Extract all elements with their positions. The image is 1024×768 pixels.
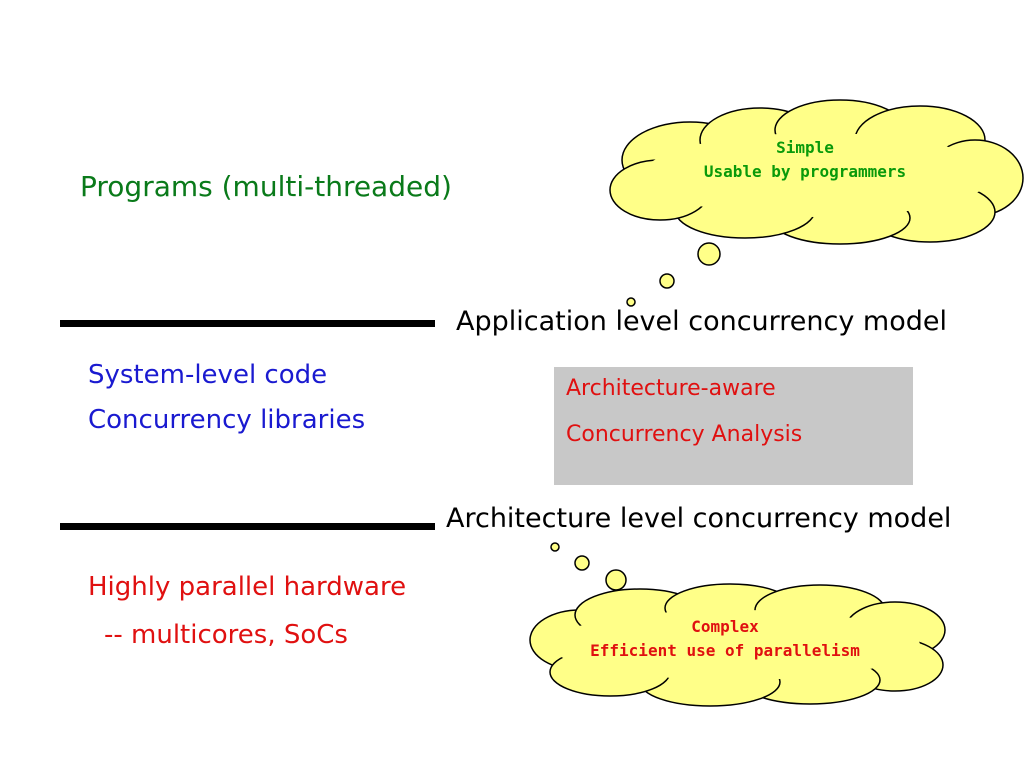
application-model-label: Application level concurrency model [456, 306, 947, 337]
bottom-cloud-text: Complex Efficient use of parallelism [545, 615, 905, 663]
bottom-thought-cloud [529, 583, 946, 707]
analysis-box [554, 367, 913, 485]
architecture-model-label: Architecture level concurrency model [446, 503, 952, 534]
bottom-cloud-line1: Complex [691, 617, 759, 636]
top-thought-cloud [609, 99, 1024, 245]
top-cloud-text: Simple Usable by programmers [640, 136, 970, 184]
top-cloud-line2: Usable by programmers [703, 162, 907, 181]
bottom-cloud-bubbles [550, 542, 627, 591]
system-level-code-label: System-level code [88, 360, 328, 390]
architecture-level-boundary-line [60, 523, 435, 530]
concurrency-libraries-label: Concurrency libraries [88, 405, 366, 435]
top-cloud-bubbles [626, 242, 721, 307]
top-cloud-line1: Simple [776, 138, 834, 157]
application-level-boundary-line [60, 320, 435, 327]
analysis-box-line2: Concurrency Analysis [566, 422, 803, 447]
programs-layer-label: Programs (multi-threaded) [80, 170, 452, 203]
hardware-layer-label: Highly parallel hardware [88, 572, 407, 602]
bottom-cloud-line2: Efficient use of parallelism [590, 641, 860, 660]
analysis-box-line1: Architecture-aware [566, 376, 776, 401]
hardware-examples-label: -- multicores, SoCs [104, 620, 348, 650]
